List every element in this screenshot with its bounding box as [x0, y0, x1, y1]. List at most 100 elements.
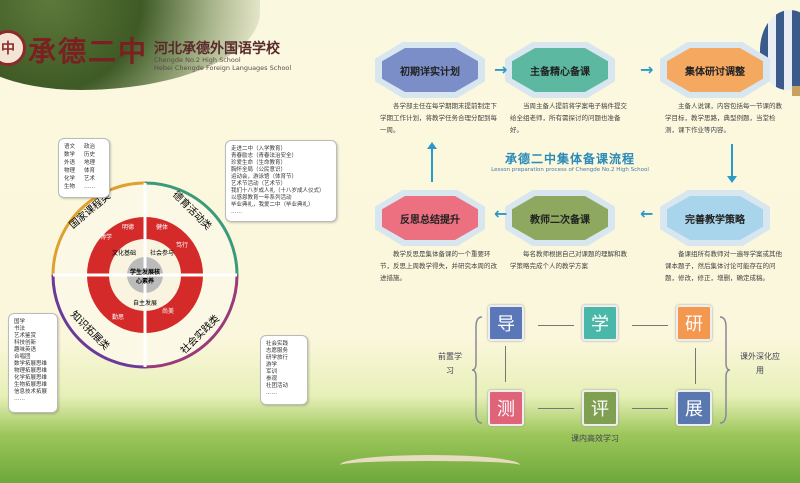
arrow-up	[505, 346, 506, 382]
bubble-item: 物理拓展思维	[14, 368, 48, 374]
bubble-item: 走进二中（入学教育）	[231, 146, 287, 152]
process-title-cn: 承德二中集体备课流程	[504, 152, 635, 166]
process-step: 主备精心备课	[505, 42, 615, 98]
bubble-item: 科技创新	[14, 340, 37, 346]
bubble-item: 游学	[266, 362, 278, 368]
label-in-class: 课内高效学习	[571, 434, 619, 443]
process-step-label: 集体研讨调整	[667, 48, 763, 92]
school-name-en1: Chengde No.2 High School	[154, 56, 241, 64]
bubble-item: 信息技术拓展	[14, 389, 48, 395]
school-name-cn: 承德二中	[28, 35, 149, 68]
inner-label: 社会参与	[150, 250, 175, 257]
bubble-moral-activities: 走进二中（入学教育）青春励志（青春法治安全）珍爱生命（生命教育）胸怀全局（公民意…	[225, 140, 337, 222]
bubble-item: ……	[231, 209, 242, 215]
bubble-item: 历史	[84, 152, 96, 158]
bubble-item: 政治	[84, 144, 96, 150]
bubble-item: 物理	[64, 168, 76, 174]
model-box: 测	[488, 390, 524, 426]
left-brace	[471, 316, 483, 424]
curriculum-wheel	[51, 181, 239, 369]
bubble-item: ……	[14, 396, 25, 402]
bubble-item: 艺术	[84, 176, 96, 182]
bubble-knowledge-expansion: 国学书法艺术鉴赏科技创新趣味英语合唱团数学拓展思维物理拓展思维化学拓展思维生物拓…	[8, 313, 58, 413]
arc-purple	[144, 274, 239, 369]
inner-label: 文化基础	[112, 250, 137, 257]
bubble-social-practice: 社会实践志愿服务研学旅行游学军训参观社团活动……	[260, 335, 308, 405]
arrow-right	[632, 325, 668, 326]
seal-text: 中	[1, 41, 15, 57]
process-step: 教师二次备课	[505, 190, 615, 246]
ring-label: 勤思	[112, 314, 125, 321]
process-step-label: 主备精心备课	[512, 48, 608, 92]
arrow-left: ←	[640, 204, 654, 223]
ring-label: 尚美	[162, 308, 175, 315]
bubble-item: 化学	[64, 176, 76, 182]
bubble-item: 国学	[14, 319, 26, 325]
label-pre-study: 前置学习	[438, 352, 462, 375]
process-step-label: 教师二次备课	[512, 196, 608, 240]
label-extension: 课外深化应用	[740, 352, 780, 375]
process-step-description: 各学部主任在每学期期末提前制定下学期工作计划，将教学任务合理分配到每一周。	[380, 102, 497, 134]
bubble-item: 语文	[64, 144, 76, 150]
arrow-left: ←	[494, 204, 508, 223]
model-box: 评	[582, 390, 618, 426]
bubble-item: 艺术鉴赏	[14, 333, 37, 339]
school-name-en2: Hebei Chengde Foreign Languages School	[154, 64, 292, 72]
bubble-item: 参观	[266, 376, 278, 382]
bubble-item: ……	[84, 184, 95, 190]
bubble-item: 研学旅行	[266, 355, 289, 361]
arrow-right: →	[640, 60, 654, 79]
bubble-national-courses: 语文政治数学历史外语地理物理体育化学艺术生物……	[58, 138, 110, 198]
core-literacy-center: 学生发展核心素养	[129, 269, 160, 285]
bubble-item: 书法	[14, 326, 26, 332]
arc-orange	[51, 181, 146, 276]
ring-label: 健体	[156, 224, 169, 231]
bubble-item: 社会实践	[266, 341, 289, 347]
bubble-item: 生物拓展思维	[14, 382, 48, 388]
bubble-item: 毕业典礼，我爱二中（毕业典礼）	[231, 202, 314, 208]
process-step-description: 备课组所有教师对一遍导学案或其他课本题子，然后集体讨论可能存在的问题，修改，修正…	[665, 250, 782, 282]
arrow-down-head	[727, 176, 737, 183]
arc-green	[144, 181, 239, 276]
inner-label: 自主发展	[133, 300, 158, 307]
bubble-item: 体育	[84, 168, 96, 174]
bubble-item: 化学拓展思维	[14, 375, 48, 381]
arrow-left	[632, 408, 668, 409]
bubble-item: 合唱团	[14, 354, 31, 360]
arrow-down	[731, 144, 733, 178]
right-brace	[719, 316, 731, 424]
process-step-description: 每名教师根据自己对课题的理解和教学策略完成个人的教学方案	[510, 250, 627, 270]
process-step-label: 初期详实计划	[382, 48, 478, 92]
process-step-description: 教学反思是集体备课的一个重要环节，反思上周教学得失，并研究本周的改进措施。	[380, 250, 497, 282]
bubble-item: 以感恩教育一年系列活动	[231, 195, 292, 201]
arrow-up	[431, 146, 433, 182]
bubble-item: 胸怀全局（公民意识）	[231, 167, 287, 173]
bubble-item: 艺术节活动（艺术节）	[231, 181, 287, 187]
ring-label: 明德	[122, 224, 135, 231]
bubble-item: 军训	[266, 369, 278, 375]
bubble-item: 我们十八岁成人礼（十八岁成人仪式）	[231, 188, 325, 194]
process-step: 反思总结提升	[375, 190, 485, 246]
process-step-description: 当周主备人提前将学案电子稿件提交给全组老师，所有需探讨的问题也准备好。	[510, 102, 627, 134]
bubble-item: 外语	[64, 160, 76, 166]
bubble-item: 生物	[64, 184, 76, 190]
arrow-up-head	[427, 142, 437, 149]
ring-label: 博学	[100, 234, 113, 241]
process-step-label: 完善教学策略	[667, 196, 763, 240]
bubble-item: 运动会，游泳馆（体育节）	[231, 174, 298, 180]
arrow-right: →	[494, 60, 508, 79]
process-step: 集体研讨调整	[660, 42, 770, 98]
bubble-item: 社团活动	[266, 383, 289, 389]
model-box: 导	[488, 305, 524, 341]
school-seal-logo: 中	[0, 30, 26, 66]
balloon-basket	[792, 86, 800, 96]
model-box: 学	[582, 305, 618, 341]
arrow-right	[538, 325, 574, 326]
arrow-down	[695, 348, 696, 384]
grass-path	[340, 455, 520, 475]
ring-label: 笃行	[176, 242, 189, 249]
bubble-item: 青春励志（青春法治安全）	[231, 153, 298, 159]
process-step: 完善教学策略	[660, 190, 770, 246]
process-step-label: 反思总结提升	[382, 196, 478, 240]
